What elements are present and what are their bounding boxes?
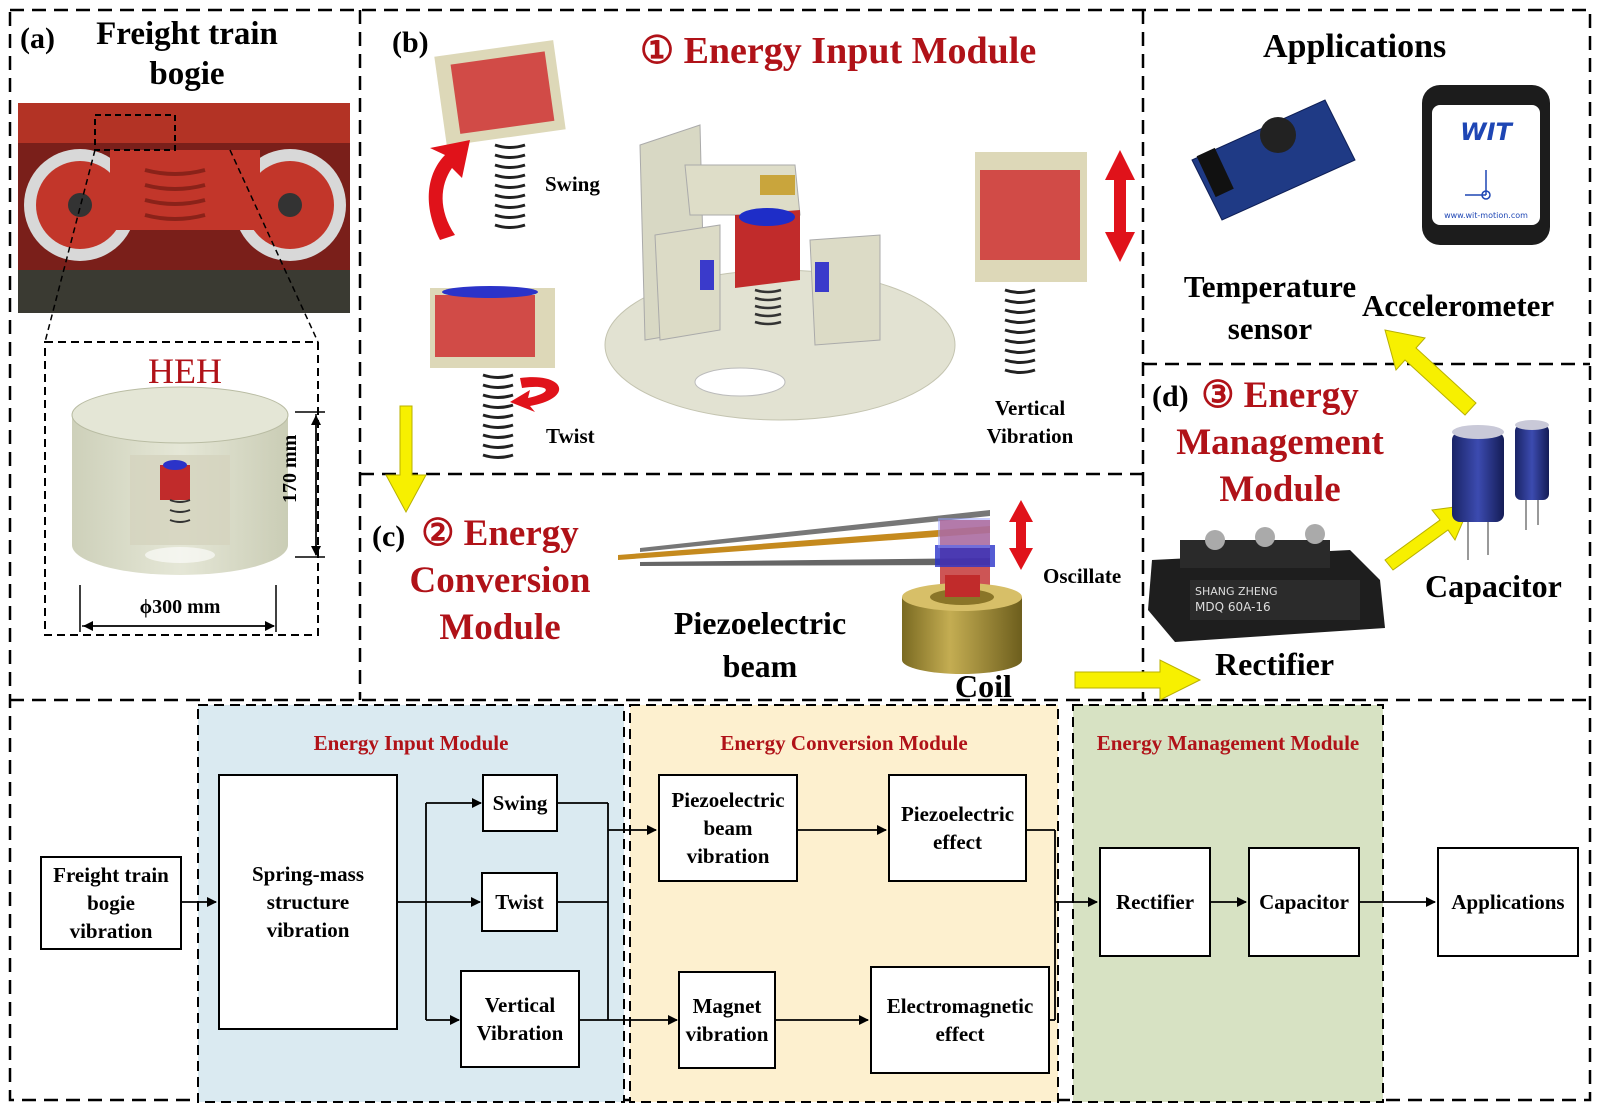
- arrow-cap-to-apps: [1384, 329, 1477, 416]
- vertical-assembly: [975, 152, 1087, 374]
- magnet-vibration-box: Magnet vibration: [678, 971, 776, 1069]
- arrow-rect-to-cap: [1384, 504, 1471, 571]
- flow-conversion-module-title: Energy Conversion Module: [720, 731, 968, 755]
- height-dimension: 170 mm: [279, 434, 301, 503]
- rectifier-render: [1148, 524, 1385, 642]
- energy-conversion-title: ② Energy Conversion Module: [409, 513, 591, 648]
- bogie-title: Freight train bogie: [96, 16, 278, 92]
- oscillate-label: Oscillate: [1043, 564, 1122, 588]
- panel-a-label: (a): [20, 22, 55, 55]
- accelerometer-url: www.wit-motion.com: [1444, 211, 1528, 220]
- vertical-arrow: [1105, 150, 1135, 262]
- panel-b-label: (b): [392, 26, 429, 59]
- accelerometer-render: WIT www.wit-motion.com: [1422, 85, 1550, 245]
- diameter-dimension: ϕ300 mm: [139, 596, 221, 618]
- vertical-vibration-label: Vertical Vibration: [986, 396, 1074, 448]
- temperature-sensor-label: Temperature sensor: [1183, 269, 1357, 346]
- svg-text:WIT: WIT: [1460, 118, 1513, 146]
- flow-connectors: [182, 798, 1436, 1025]
- swing-assembly: [434, 40, 566, 229]
- twist-arrow: [510, 377, 560, 412]
- coil-label: Coil: [955, 668, 1012, 704]
- piezo-effect-box: Piezoelectric effect: [888, 774, 1027, 882]
- capacitor-render: [1452, 420, 1549, 560]
- bogie-vibration-box: Freight train bogie vibration: [40, 856, 182, 950]
- capacitor-box: Capacitor: [1248, 847, 1360, 957]
- mechanism-render: [604, 124, 956, 421]
- arrow-c-to-d: [1074, 659, 1202, 701]
- heh-inset: [44, 341, 319, 636]
- piezo-beam-render: [618, 510, 995, 595]
- swing-arrow: [428, 140, 470, 240]
- panel-c-label: (c): [372, 520, 406, 553]
- twist-label: Twist: [546, 424, 595, 448]
- bogie-photo: [18, 103, 350, 313]
- piezo-beam-vibration-box: Piezoelectric beam vibration: [658, 774, 798, 882]
- applications-title: Applications: [1263, 28, 1447, 65]
- energy-input-title: ① Energy Input Module: [640, 30, 1037, 72]
- swing-box: Swing: [482, 774, 558, 832]
- flow-management-module-title: Energy Management Module: [1096, 731, 1360, 755]
- rectifier-brand: SHANG ZHENG: [1195, 585, 1278, 598]
- piezo-beam-label: Piezoelectric beam: [673, 605, 847, 684]
- rectifier-box: Rectifier: [1099, 847, 1211, 957]
- twist-assembly: [430, 286, 555, 459]
- electromagnetic-effect-box: Electromagnetic effect: [870, 966, 1050, 1074]
- twist-box: Twist: [481, 872, 558, 932]
- panel-d-label: (d): [1152, 380, 1189, 413]
- flow-input-module-title: Energy Input Module: [313, 731, 509, 755]
- capacitor-label: Capacitor: [1425, 568, 1562, 604]
- energy-management-title: ③ Energy Management Module: [1176, 375, 1384, 510]
- heh-label: HEH: [148, 351, 222, 391]
- temperature-sensor-render: [1191, 99, 1356, 221]
- arrow-b-to-c: [385, 405, 427, 514]
- accelerometer-label: Accelerometer: [1362, 288, 1555, 323]
- vertical-vibration-box: Vertical Vibration: [460, 970, 580, 1068]
- oscillate-arrow: [1009, 500, 1033, 570]
- heh-cylinder: [71, 386, 289, 575]
- rectifier-part: MDQ 60A-16: [1195, 600, 1271, 614]
- coil-render: [902, 575, 1022, 674]
- spring-mass-box: Spring-mass structure vibration: [218, 774, 398, 1030]
- applications-box: Applications: [1437, 847, 1579, 957]
- rectifier-label: Rectifier: [1215, 646, 1335, 682]
- swing-label: Swing: [545, 172, 600, 196]
